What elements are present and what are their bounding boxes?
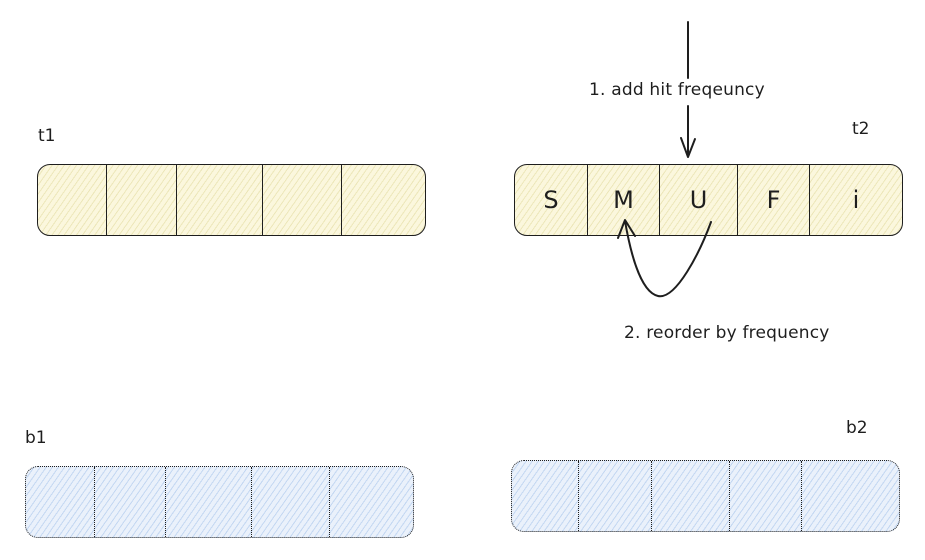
t1-row — [37, 164, 426, 236]
label-b2: b2 — [846, 418, 868, 438]
b2-row — [511, 460, 900, 532]
label-b1: b1 — [25, 428, 47, 448]
note-reorder-by-frequency: 2. reorder by frequency — [624, 323, 830, 343]
label-t2: t2 — [852, 119, 870, 139]
t2-cell-1: S — [543, 186, 559, 214]
label-t1: t1 — [38, 126, 56, 146]
add-frequency-arrowhead — [680, 137, 696, 158]
note-add-hit-frequency: 1. add hit freqeuncy — [589, 80, 765, 100]
b1-cell-2 — [94, 467, 165, 537]
b1-cell-1 — [26, 467, 94, 537]
b2-cell-1 — [512, 461, 578, 531]
b1-cell-3 — [165, 467, 251, 537]
t2-cell-3: U — [659, 165, 737, 235]
b1-cell-4 — [251, 467, 329, 537]
b2-cell-4 — [729, 461, 801, 531]
t2-cell-4: F — [737, 165, 809, 235]
b2-cell-5 — [801, 461, 899, 531]
t2-cell-2: M — [587, 165, 659, 235]
t2-cell-5: i — [809, 165, 902, 235]
t1-cell-2 — [106, 165, 176, 235]
t1-cell-4 — [262, 165, 341, 235]
t1-cell-3 — [176, 165, 262, 235]
t2-row: S M U F i — [514, 164, 903, 236]
t1-cell-5 — [341, 165, 425, 235]
t1-cell-1 — [38, 165, 106, 235]
b2-cell-2 — [578, 461, 651, 531]
b1-cell-5 — [329, 467, 413, 537]
b1-row — [25, 466, 414, 538]
b2-cell-3 — [651, 461, 729, 531]
